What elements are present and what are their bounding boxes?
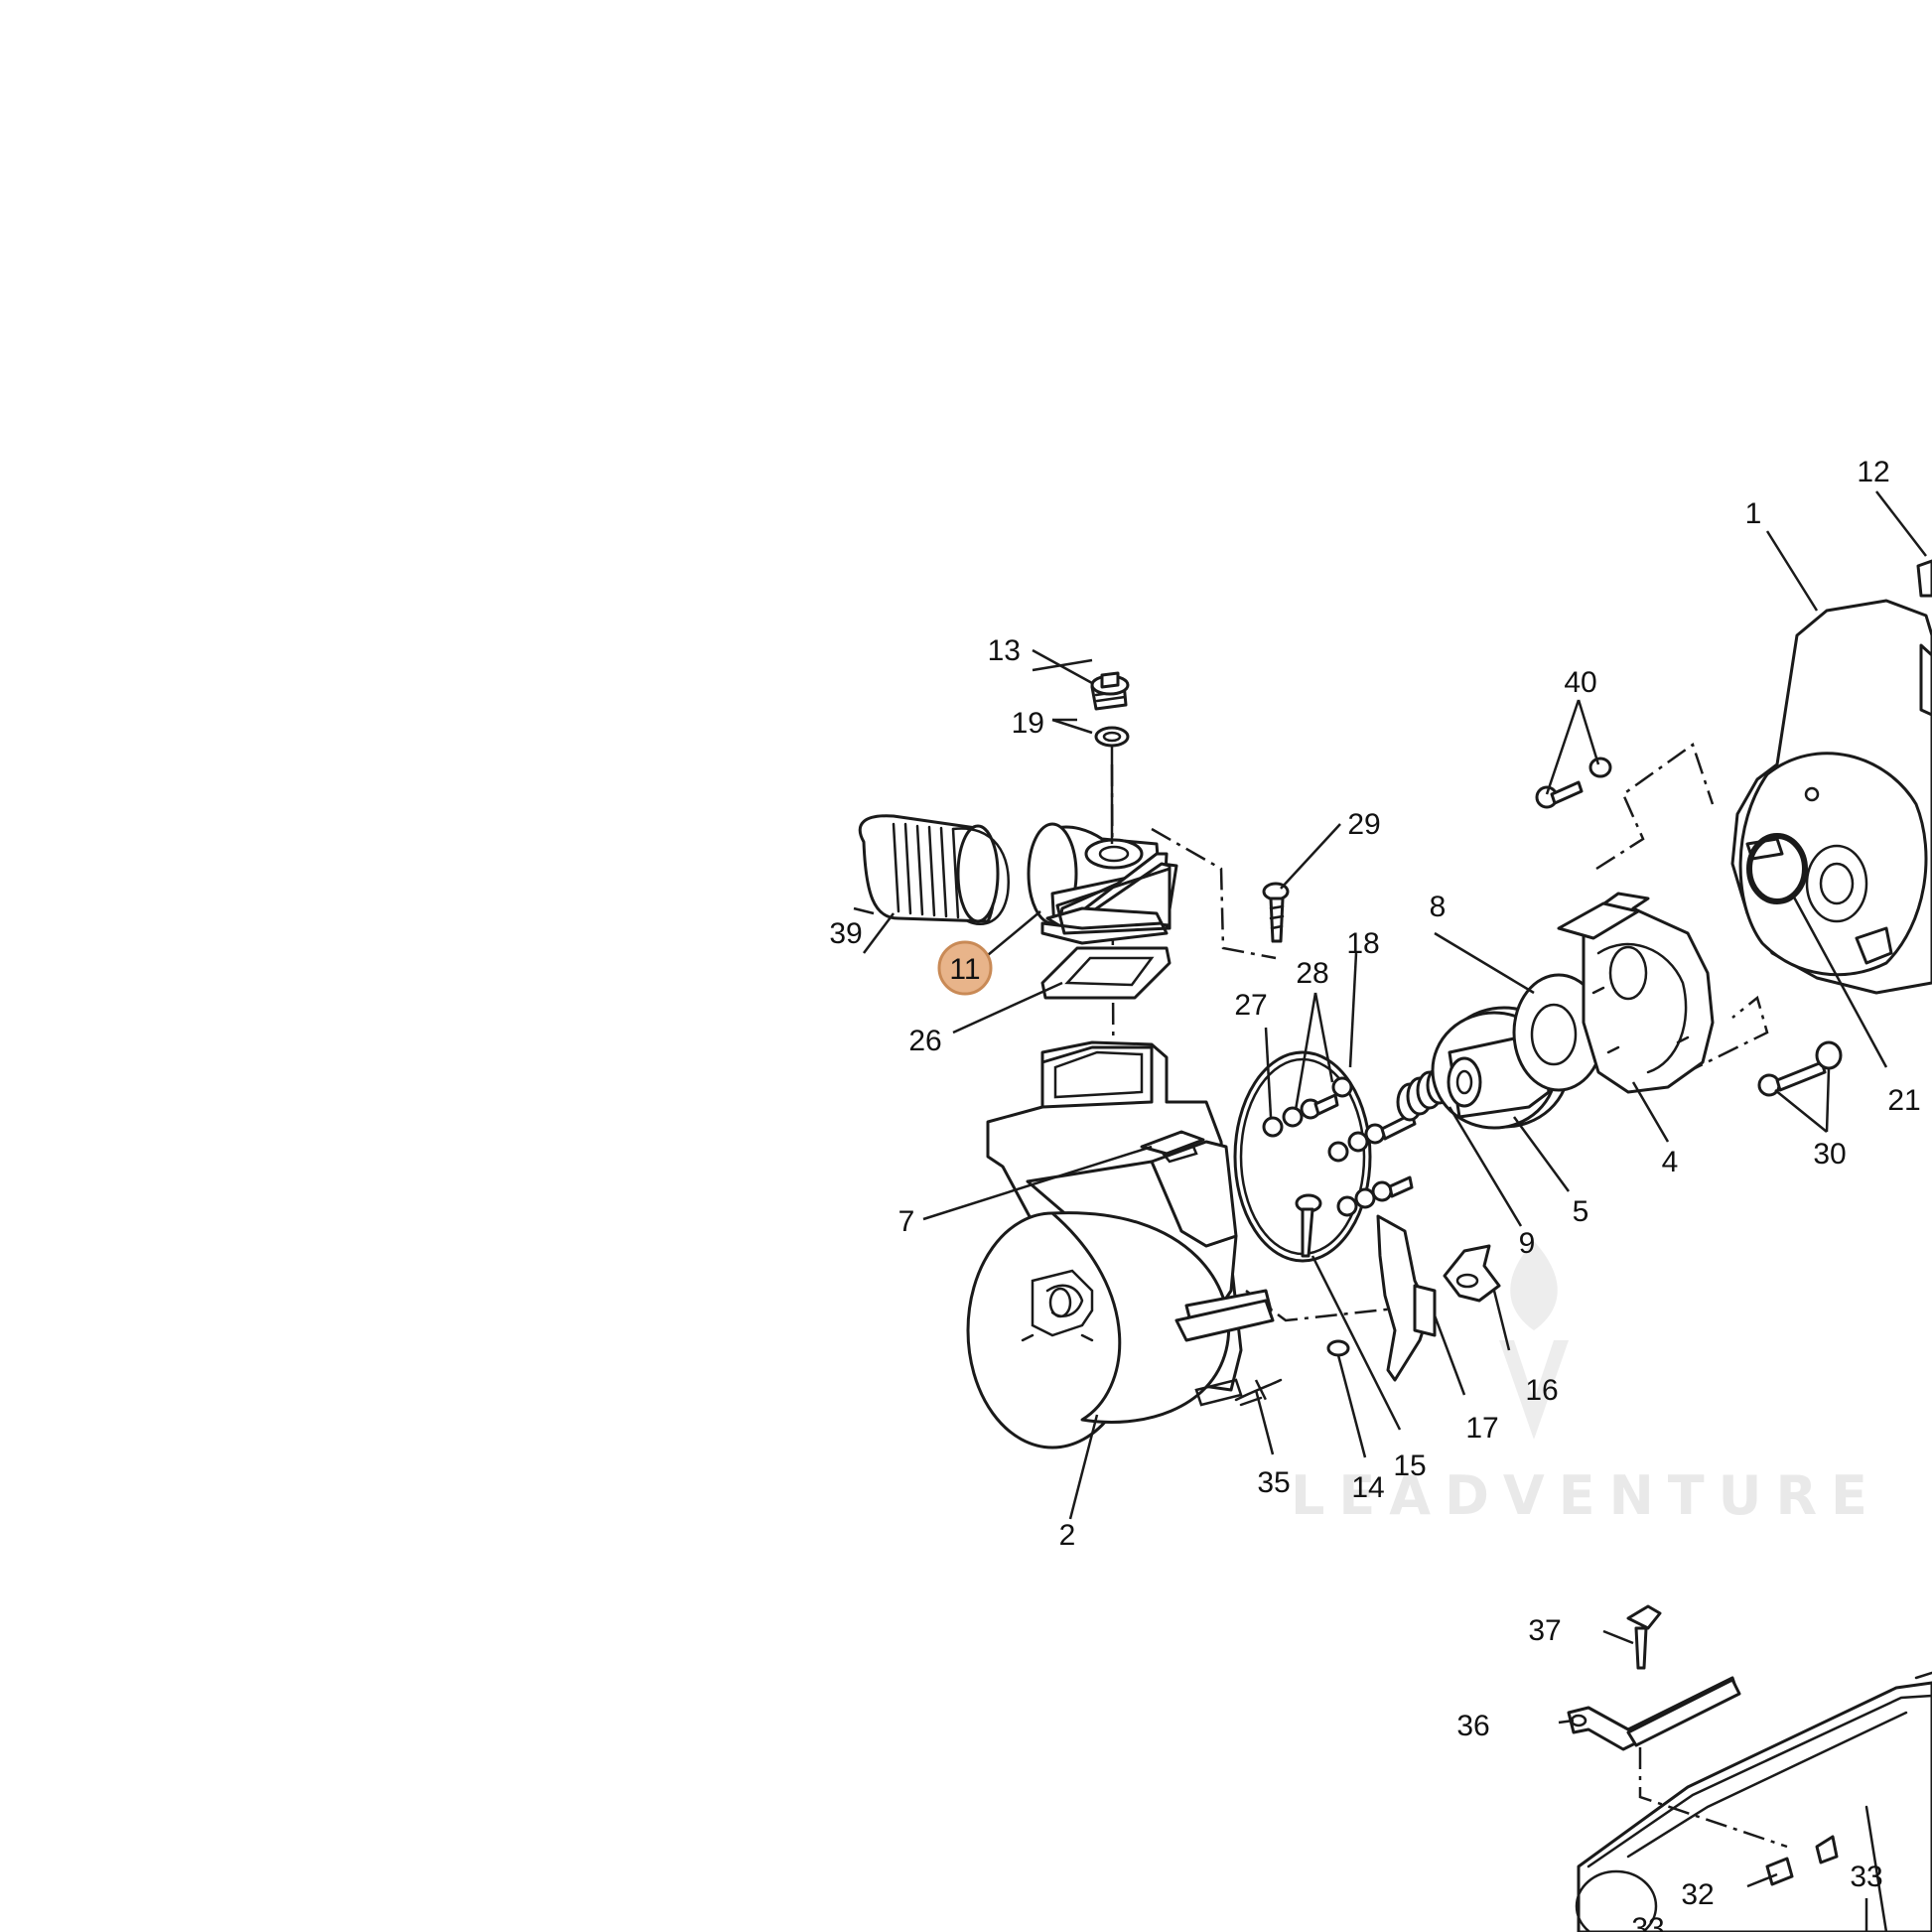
label-19: 19 [1012,707,1044,740]
label-17: 17 [1465,1412,1498,1445]
label-32: 32 [1681,1878,1714,1911]
label-18: 18 [1346,927,1379,960]
callout-labels: 13 19 39 26 29 27 28 18 7 2 8 9 5 4 1 12… [829,456,1920,1932]
label-40: 40 [1564,666,1596,699]
part-29-bolt[interactable] [1262,882,1290,943]
part-16-wing-knob[interactable] [1443,1244,1501,1303]
label-16: 16 [1525,1374,1558,1407]
label-11: 11 [949,953,980,986]
part-30-bolt-washer[interactable] [1757,1040,1843,1097]
label-14: 14 [1351,1471,1384,1504]
label-1: 1 [1745,497,1762,530]
label-26: 26 [908,1025,941,1057]
label-35: 35 [1257,1466,1290,1499]
part-11-inlet-elbow[interactable] [1027,822,1178,945]
callout-11-circle [937,940,993,996]
part-14-washer[interactable] [1326,1339,1350,1357]
part-26-gasket[interactable] [1040,946,1172,1000]
label-33-bottom: 33 [1631,1912,1664,1932]
part-17-flap-valve[interactable] [1376,1214,1437,1382]
watermark-text: LEADVENTURE [1291,1464,1881,1527]
label-2: 2 [1059,1519,1076,1552]
label-21: 21 [1887,1084,1920,1117]
label-4: 4 [1662,1146,1679,1178]
part-27-nuts-washers[interactable] [1262,1076,1417,1217]
label-33-top: 33 [1850,1861,1882,1893]
label-15: 15 [1393,1449,1426,1482]
part-19-washer[interactable] [1094,726,1130,748]
label-39: 39 [829,917,862,950]
part-33-frame[interactable] [1575,1671,1932,1932]
label-36: 36 [1456,1710,1489,1742]
part-1-pump-housing[interactable] [1730,559,1932,995]
label-8: 8 [1430,891,1447,923]
part-36-bracket[interactable] [1567,1676,1741,1751]
leadventure-watermark: LEADVENTURE [1291,1241,1881,1527]
label-30: 30 [1813,1138,1846,1171]
part-7-label-plate[interactable] [1140,1130,1205,1156]
callout-11-highlight[interactable]: 11 [937,940,993,996]
label-13: 13 [988,634,1021,667]
label-27: 27 [1234,989,1267,1022]
part-13-drain-plug[interactable] [1090,671,1130,711]
label-29: 29 [1347,808,1380,841]
part-15-pin[interactable] [1295,1193,1322,1258]
label-37: 37 [1528,1614,1561,1647]
part-39-hose-adapter[interactable] [858,814,1010,925]
label-5: 5 [1573,1195,1589,1228]
part-37-wing-bolt[interactable] [1626,1604,1662,1670]
part-40-bolt-washer[interactable] [1535,757,1612,809]
part-4-volute[interactable] [1557,892,1715,1094]
label-12: 12 [1857,456,1889,488]
part-21-o-ring[interactable] [1746,833,1808,904]
label-7: 7 [898,1205,915,1238]
label-9: 9 [1519,1227,1536,1260]
leader-lines [853,490,1927,1932]
label-28: 28 [1296,957,1328,990]
part-2-pump-casing[interactable] [966,1040,1275,1449]
